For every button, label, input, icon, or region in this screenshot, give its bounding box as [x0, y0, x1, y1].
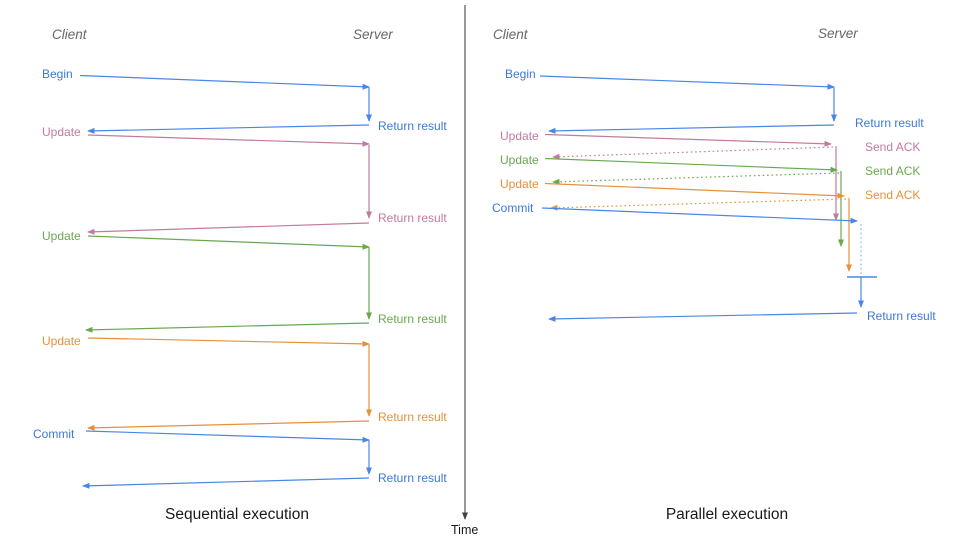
begin-label: Begin	[505, 67, 536, 81]
commit-label: Commit	[492, 201, 534, 215]
client-header: Client	[52, 27, 88, 42]
sequential-title: Sequential execution	[165, 506, 309, 523]
update-request-arrow	[544, 133, 832, 147]
server-header: Server	[818, 26, 858, 41]
update-label: Update	[500, 153, 539, 167]
return-result-label: Return result	[867, 309, 936, 323]
return-result-label: Return result	[378, 471, 447, 485]
return-result-label: Return result	[378, 312, 447, 326]
return-result-arrow	[87, 222, 370, 235]
return-result-label: Return result	[378, 410, 447, 424]
update-request-arrow	[87, 337, 370, 347]
return-result-arrow	[85, 322, 370, 333]
update-request-arrow	[544, 182, 845, 199]
update-request-arrow	[544, 157, 838, 173]
server-header: Server	[353, 27, 393, 42]
send-ack-label: Send ACK	[865, 140, 920, 154]
time-axis-group: Time	[451, 5, 478, 537]
send-ack-arrow	[552, 146, 834, 160]
update-label: Update	[42, 125, 81, 139]
begin-label: Begin	[42, 67, 73, 81]
update-request-arrow	[87, 235, 370, 250]
return-result-label: Return result	[378, 211, 447, 225]
send-ack-arrow	[552, 172, 840, 185]
send-ack-label: Send ACK	[865, 188, 920, 202]
return-result-arrow	[548, 124, 835, 134]
send-ack-label: Send ACK	[865, 164, 920, 178]
return-result-arrow	[87, 124, 370, 134]
return-result-label: Return result	[855, 116, 924, 130]
return-result-label: Return result	[378, 119, 447, 133]
update-label: Update	[42, 229, 81, 243]
begin-request-arrow	[539, 75, 835, 90]
commit-request-arrow	[541, 207, 858, 224]
update-label: Update	[500, 177, 539, 191]
update-label: Update	[500, 129, 539, 143]
return-result-arrow	[87, 420, 370, 431]
client-header: Client	[493, 27, 529, 42]
time-axis-label: Time	[451, 523, 478, 537]
commit-label: Commit	[33, 427, 75, 441]
commit-request-arrow	[85, 430, 370, 443]
parallel-title: Parallel execution	[666, 506, 788, 523]
return-result-arrow	[82, 477, 370, 489]
send-ack-arrow	[550, 198, 847, 211]
begin-request-arrow	[79, 74, 370, 90]
update-label: Update	[42, 334, 81, 348]
update-request-arrow	[87, 134, 370, 147]
return-result-arrow	[548, 312, 858, 322]
